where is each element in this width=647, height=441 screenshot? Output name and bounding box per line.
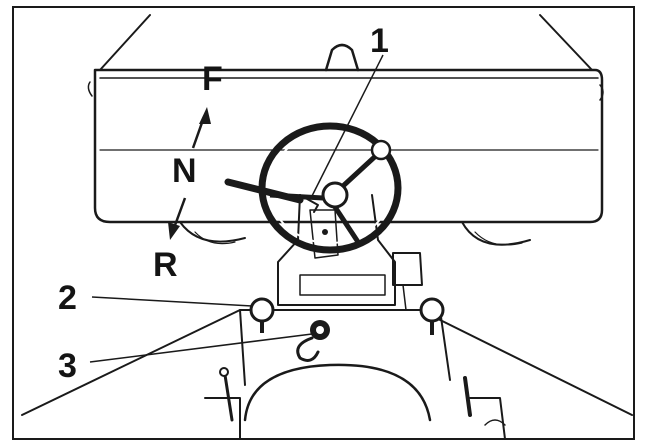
forward-arrow-icon	[199, 107, 211, 124]
leader-line-2	[91, 296, 253, 307]
direction-forward-label: F	[202, 60, 223, 98]
right-lever	[463, 376, 472, 417]
leader-line-1	[311, 54, 384, 197]
pedal-left	[249, 297, 275, 333]
pedal-right	[419, 297, 445, 335]
seat	[243, 363, 432, 422]
frame-border	[12, 6, 635, 440]
left-lever	[223, 373, 234, 422]
direction-neutral-label: N	[172, 152, 197, 190]
direction-arrows	[168, 107, 211, 240]
reverse-arrow-icon	[168, 222, 180, 240]
hand-throttle-lever	[392, 252, 423, 286]
dashboard	[277, 194, 423, 311]
steering-wheel	[258, 122, 402, 254]
callout-1: 1	[370, 22, 389, 60]
control-knob	[296, 320, 330, 362]
callout-2: 2	[58, 279, 77, 317]
operator-platform	[21, 309, 633, 440]
callout-3: 3	[58, 347, 77, 385]
direction-reverse-label: R	[153, 246, 178, 284]
hood-lift-handle	[324, 43, 360, 72]
leader-line-3	[89, 333, 313, 363]
shuttle-lever	[224, 178, 319, 213]
hood	[87, 14, 604, 246]
